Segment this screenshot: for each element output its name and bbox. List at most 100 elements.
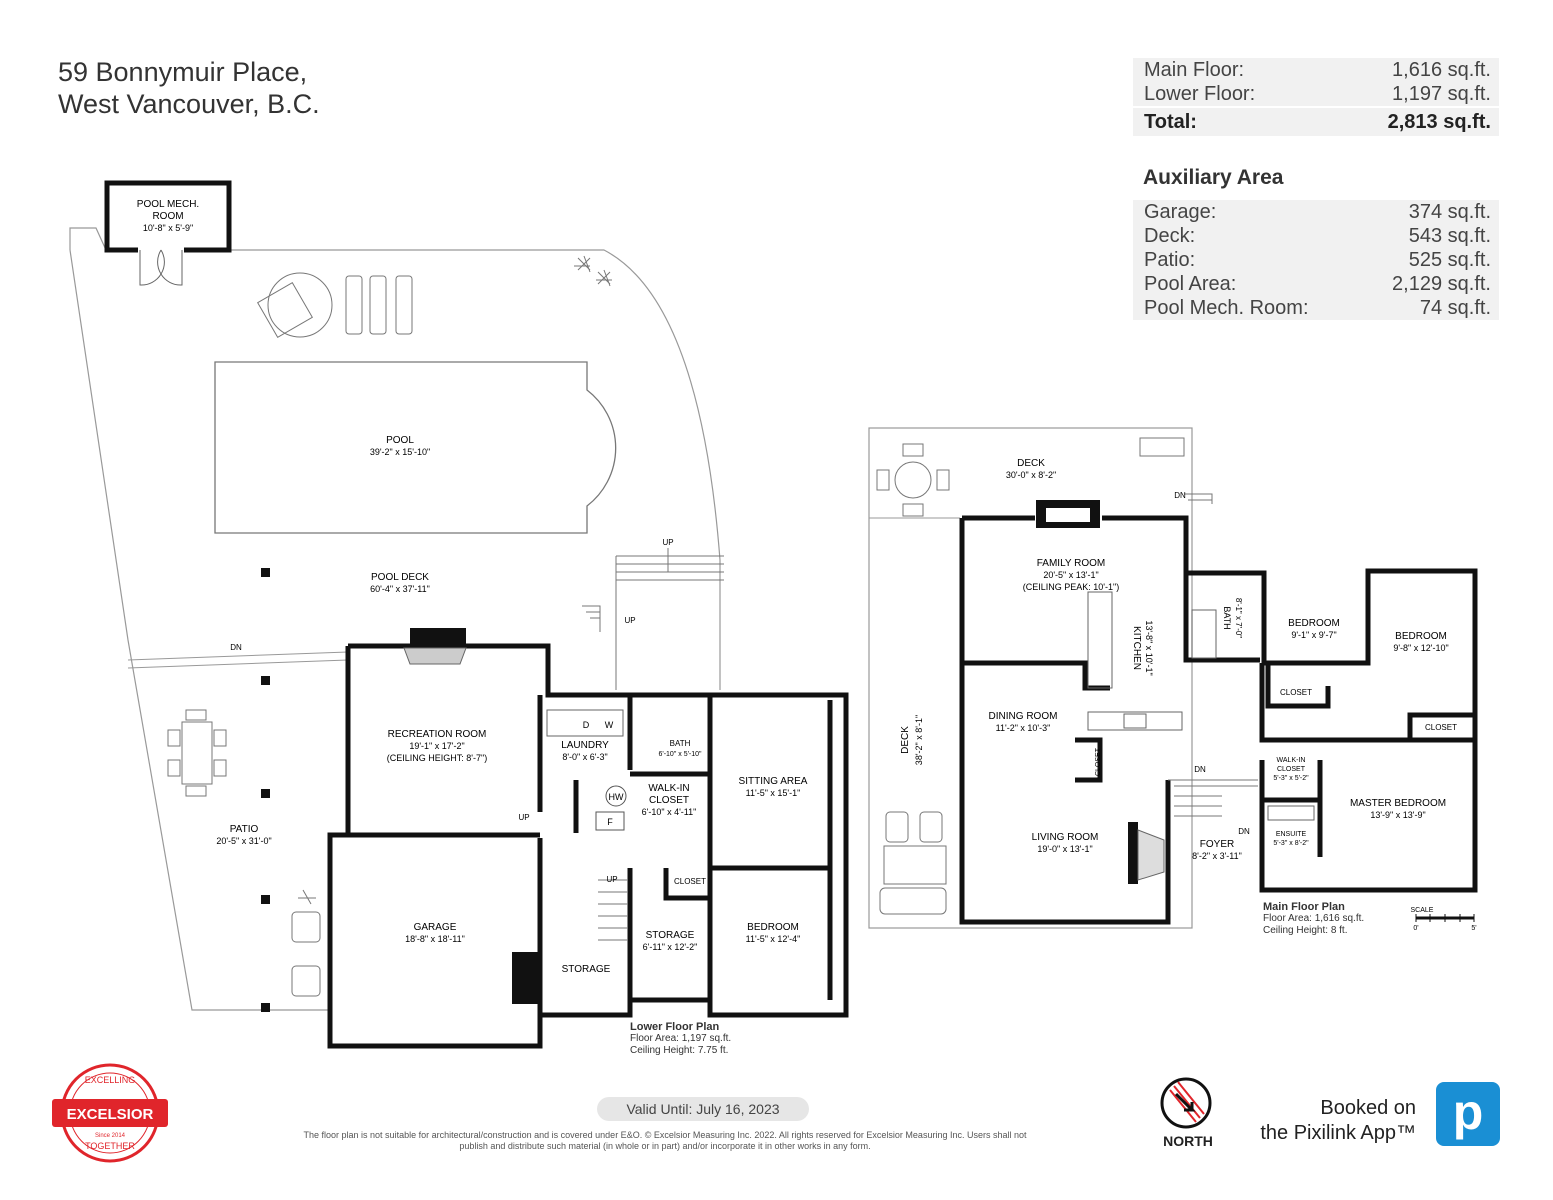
patio-dim: 20'-5" x 31'-0" [216,836,271,846]
patio-divider-2 [127,659,349,669]
furnace-label: F [607,817,613,827]
pool-deck-up-label: UP [662,538,673,547]
yard-outline-left [69,249,330,1011]
furnace [595,811,625,831]
recreation-room-note: (CEILING HEIGHT: 8'-7") [387,753,487,763]
side-deck-name: DECK [900,726,911,754]
main-floor-walls [959,515,1478,925]
deck-outline [868,427,1193,929]
interior-stairs-up-label: UP [606,875,617,884]
pixilink-letter: p [1452,1084,1484,1140]
lower-caption-area: Floor Area: 1,197 sq.ft. [630,1033,732,1044]
lower-floor-caption: Lower Floor Plan Floor Area: 1,197 sq.ft… [630,1021,731,1057]
scale-five: 5' [1471,925,1476,932]
closet-2-label: CLOSET [1425,723,1457,732]
pool-mech-room-name-2: ROOM [152,211,183,222]
area-value: 374 sq.ft. [1408,201,1491,223]
foyer-name: FOYER [1200,839,1234,850]
walkin-closet-name-2: CLOSET [1277,766,1306,773]
living-room-name: LIVING ROOM [1032,832,1099,843]
lower-floor-plan: POOL MECH. ROOM 10'-8" x 5'-9" POOL 39'-… [69,180,849,1049]
lower-bedroom-dim: 11'-5" x 12'-4" [746,934,801,944]
side-deck-dim: 38'-2" x 8'-1" [914,715,924,765]
ensuite-shower [1267,805,1315,821]
patio-name: PATIO [230,824,259,835]
walkin-closet-dim: 5'-3" x 5'-2" [1273,775,1309,782]
main-bath-dim: 8'-1" x 7'-0" [1234,598,1243,638]
area-label: Total: [1144,111,1197,133]
pool-mech-door-swing [139,249,183,286]
area-label: Pool Mech. Room: [1144,297,1309,319]
interior-stairs [598,879,628,941]
aux-row-deck: Deck: 543 sq.ft. [1133,224,1499,248]
living-hearth [1137,829,1165,881]
ensuite-name: ENSUITE [1276,831,1307,838]
logo-since: Since 2014 [95,1133,126,1139]
pool-deck-dim: 60'-4" x 37'-11" [370,584,430,594]
booked-line-2: the Pixilink App™ [1260,1122,1416,1144]
living-room-dim: 19'-0" x 13'-1" [1037,844,1092,854]
valid-until-badge: Valid Until: July 16, 2023 [597,1097,809,1121]
north-arrow-icon [1160,1077,1212,1129]
pool-mech-room-dim: 10'-8" x 5'-9" [143,223,193,233]
auxiliary-title: Auxiliary Area [1143,166,1284,189]
bedroom-1-dim: 9'-1" x 9'-7" [1291,630,1336,640]
storage-2-name: STORAGE [646,930,695,941]
stove [1123,713,1147,729]
scale-bar: SCALE 0' 5' [1411,907,1477,932]
area-label: Pool Area: [1144,273,1237,295]
pool-outline [214,361,617,534]
auxiliary-area-table: Garage:374 sq.ft. Deck:543 sq.ft. Patio:… [1133,200,1499,320]
hot-water-label: HW [609,792,624,802]
area-value: 2,129 sq.ft. [1392,273,1491,295]
main-caption-ceiling: Ceiling Height: 8 ft. [1263,925,1348,936]
patio-dining-set [167,709,321,997]
disclaimer: The floor plan is not suitable for archi… [303,1130,1027,1151]
aux-row-pool-area: Pool Area: 2,129 sq.ft. [1133,272,1499,296]
main-stairs [1168,779,1258,817]
patio-dn-label: DN [230,643,242,652]
excelsior-logo: EXCELSIOR EXCELLING TOGETHER Since 2014 [52,1063,168,1163]
aux-row-pool-mech: Pool Mech. Room: 74 sq.ft. [1133,296,1499,320]
master-bedroom-dim: 13'-9" x 13'-9" [1370,810,1425,820]
laundry-dim: 8'-0" x 6'-3" [562,752,607,762]
area-value: 543 sq.ft. [1408,225,1491,247]
area-label: Deck: [1144,225,1196,247]
kitchen-counter [1087,711,1183,731]
lower-floor-walls [327,643,849,1049]
hot-water-tank [605,785,627,807]
patio-divider [127,651,349,661]
lower-bath-name: BATH [670,739,691,748]
area-value: 74 sq.ft. [1419,297,1491,319]
booked-on-text: Booked on the Pixilink App™ [1240,1096,1416,1146]
bedroom-2-name: BEDROOM [1395,631,1447,642]
area-row-main: Main Floor:1,616 sq.ft. [1133,58,1499,82]
deck-posts [261,568,270,1012]
fireplace-block [410,628,466,648]
master-bedroom-name: MASTER BEDROOM [1350,798,1446,809]
main-bath-name: BATH [1222,606,1232,629]
walkin-closet-name: WALK-IN [1277,757,1306,764]
recreation-room-dim: 19'-1" x 17'-2" [409,741,464,751]
main-caption-title: Main Floor Plan [1263,901,1345,913]
area-value: 525 sq.ft. [1408,249,1491,271]
side-stair-up-label: UP [624,616,635,625]
pixilink-app-icon[interactable]: p [1436,1082,1500,1146]
logo-name: EXCELSIOR [67,1106,154,1123]
lower-walkin-name: WALK-IN [648,783,689,794]
area-row-total: Total:2,813 sq.ft. [1133,106,1499,136]
deck-furniture [876,437,1185,915]
closet-1-label: CLOSET [1280,688,1312,697]
kitchen-dim: 13'-8" x 10'-1" [1144,620,1154,675]
washer-label: W [605,720,614,730]
bedroom-2-dim: 9'-8" x 12'-10" [1393,643,1448,653]
laundry-appliances [546,709,624,737]
area-label: Garage: [1144,201,1217,223]
lower-bath-dim: 6'-10" x 5'-10" [658,751,702,758]
logo-bottom-text: TOGETHER [85,1141,135,1151]
entry-up-label: UP [518,813,529,822]
pool-mech-room-name: POOL MECH. [137,199,199,210]
family-room-dim: 20'-5" x 13'-1" [1043,570,1098,580]
dining-room-dim: 11'-2" x 10'-3" [996,723,1051,733]
